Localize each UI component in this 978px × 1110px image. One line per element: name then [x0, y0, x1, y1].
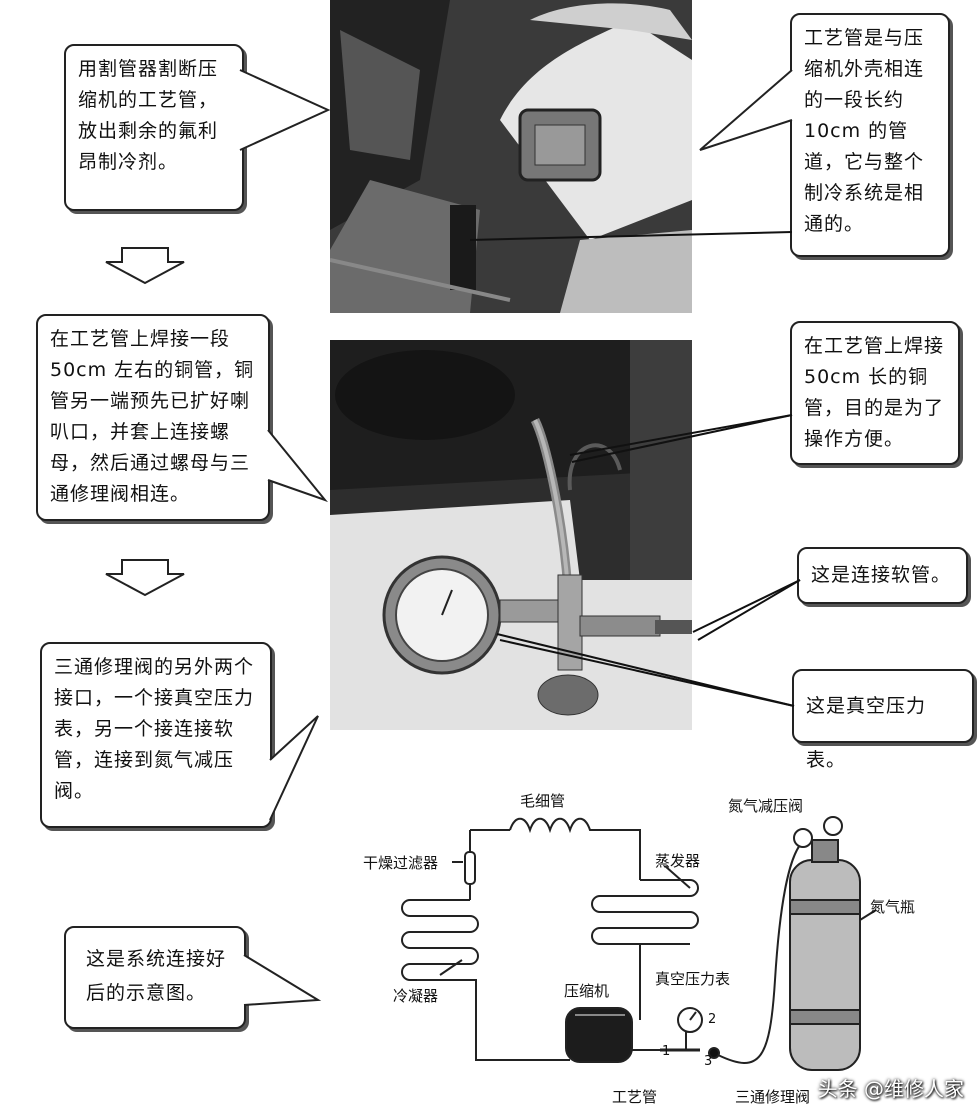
evaporator-coil: [591, 879, 699, 945]
hose-note: 这是连接软管。: [797, 547, 968, 604]
regulator-gauge-2: [823, 816, 843, 836]
step4-text: 这是系统连接好后的示意图。: [86, 948, 227, 1004]
label-process-tube: 工艺管: [612, 1088, 658, 1106]
hose-leader-1: [692, 579, 801, 633]
process-tube-note: 工艺管是与压缩机外壳相连的一段长约 10cm 的管道，它与整个制冷系统是相通的。: [790, 13, 950, 257]
step2-callout: 在工艺管上焊接一段50cm 左右的铜管，铜管另一端预先已扩好喇叭口，并套上连接螺…: [36, 314, 270, 521]
step1-text: 用割管器割断压缩机的工艺管，放出剩余的氟利昂制冷剂。: [78, 58, 219, 173]
step4-tail: [243, 954, 322, 1006]
photo-pipe-cutter-art: [330, 0, 692, 313]
label-capillary: 毛细管: [520, 792, 566, 810]
photo-gauge-assembly-art: [330, 340, 692, 730]
step3-text: 三通修理阀的另外两个接口，一个接真空压力表，另一个接连接软管，连接到氮气减压阀。: [54, 656, 255, 802]
dryer-filter: [464, 851, 476, 885]
step2-text: 在工艺管上焊接一段50cm 左右的铜管，铜管另一端预先已扩好喇叭口，并套上连接螺…: [50, 328, 255, 505]
capillary-coil: [509, 817, 641, 880]
gauge-note-text: 这是真空压力表。: [806, 695, 927, 771]
label-evaporator: 蒸发器: [655, 852, 701, 870]
regulator-gauge-1: [793, 828, 813, 848]
condenser-return: [470, 979, 570, 1061]
label-compressor: 压缩机: [564, 982, 610, 1000]
copper-leader-1: [569, 414, 793, 456]
gauge-leader-2: [499, 639, 795, 707]
copper-pipe-note: 在工艺管上焊接 50cm 长的铜管，目的是为了操作方便。: [790, 321, 960, 465]
label-port-1: 1: [662, 1044, 671, 1059]
hose-line: [717, 839, 806, 1064]
step1-callout: 用割管器割断压缩机的工艺管，放出剩余的氟利昂制冷剂。: [64, 44, 244, 211]
step1-tail: [239, 69, 331, 151]
condenser-coil: [401, 899, 479, 981]
label-port-3: 3: [704, 1054, 713, 1069]
down-arrow-2: [105, 559, 185, 597]
photo-gauge-assembly: [330, 340, 692, 730]
nitrogen-bottle: [789, 859, 861, 1071]
process-note-tail: [699, 69, 793, 151]
label-dryer-filter: 干燥过滤器: [363, 854, 439, 872]
step2-tail: [267, 429, 329, 503]
copper-leader-2: [571, 414, 793, 463]
step3-tail: [269, 715, 319, 821]
process-tube-leader: [469, 231, 793, 241]
process-tube-note-text: 工艺管是与压缩机外壳相连的一段长约 10cm 的管道，它与整个制冷系统是相通的。: [804, 27, 925, 235]
label-port-2: 2: [708, 1012, 717, 1027]
label-condenser: 冷凝器: [393, 987, 439, 1005]
label-nitrogen-regulator: 氮气减压阀: [728, 797, 804, 815]
gauge-note: 这是真空压力表。: [792, 669, 974, 771]
watermark: 头条 @维修人家: [817, 1077, 964, 1101]
compressor-body: [565, 1007, 633, 1063]
hose-note-text: 这是连接软管。: [811, 564, 952, 586]
schematic: [401, 816, 877, 1071]
hose-leader-2: [697, 579, 801, 641]
photo-pipe-cutter: [330, 0, 692, 313]
down-arrow-1: [105, 247, 185, 285]
step3-callout: 三通修理阀的另外两个接口，一个接真空压力表，另一个接连接软管，连接到氮气减压阀。: [40, 642, 272, 828]
copper-pipe-note-text: 在工艺管上焊接 50cm 长的铜管，目的是为了操作方便。: [804, 335, 945, 450]
label-nitrogen-bottle: 氮气瓶: [870, 898, 916, 916]
label-vacuum-gauge: 真空压力表: [655, 970, 731, 988]
label-three-way-valve: 三通修理阀: [735, 1088, 811, 1106]
